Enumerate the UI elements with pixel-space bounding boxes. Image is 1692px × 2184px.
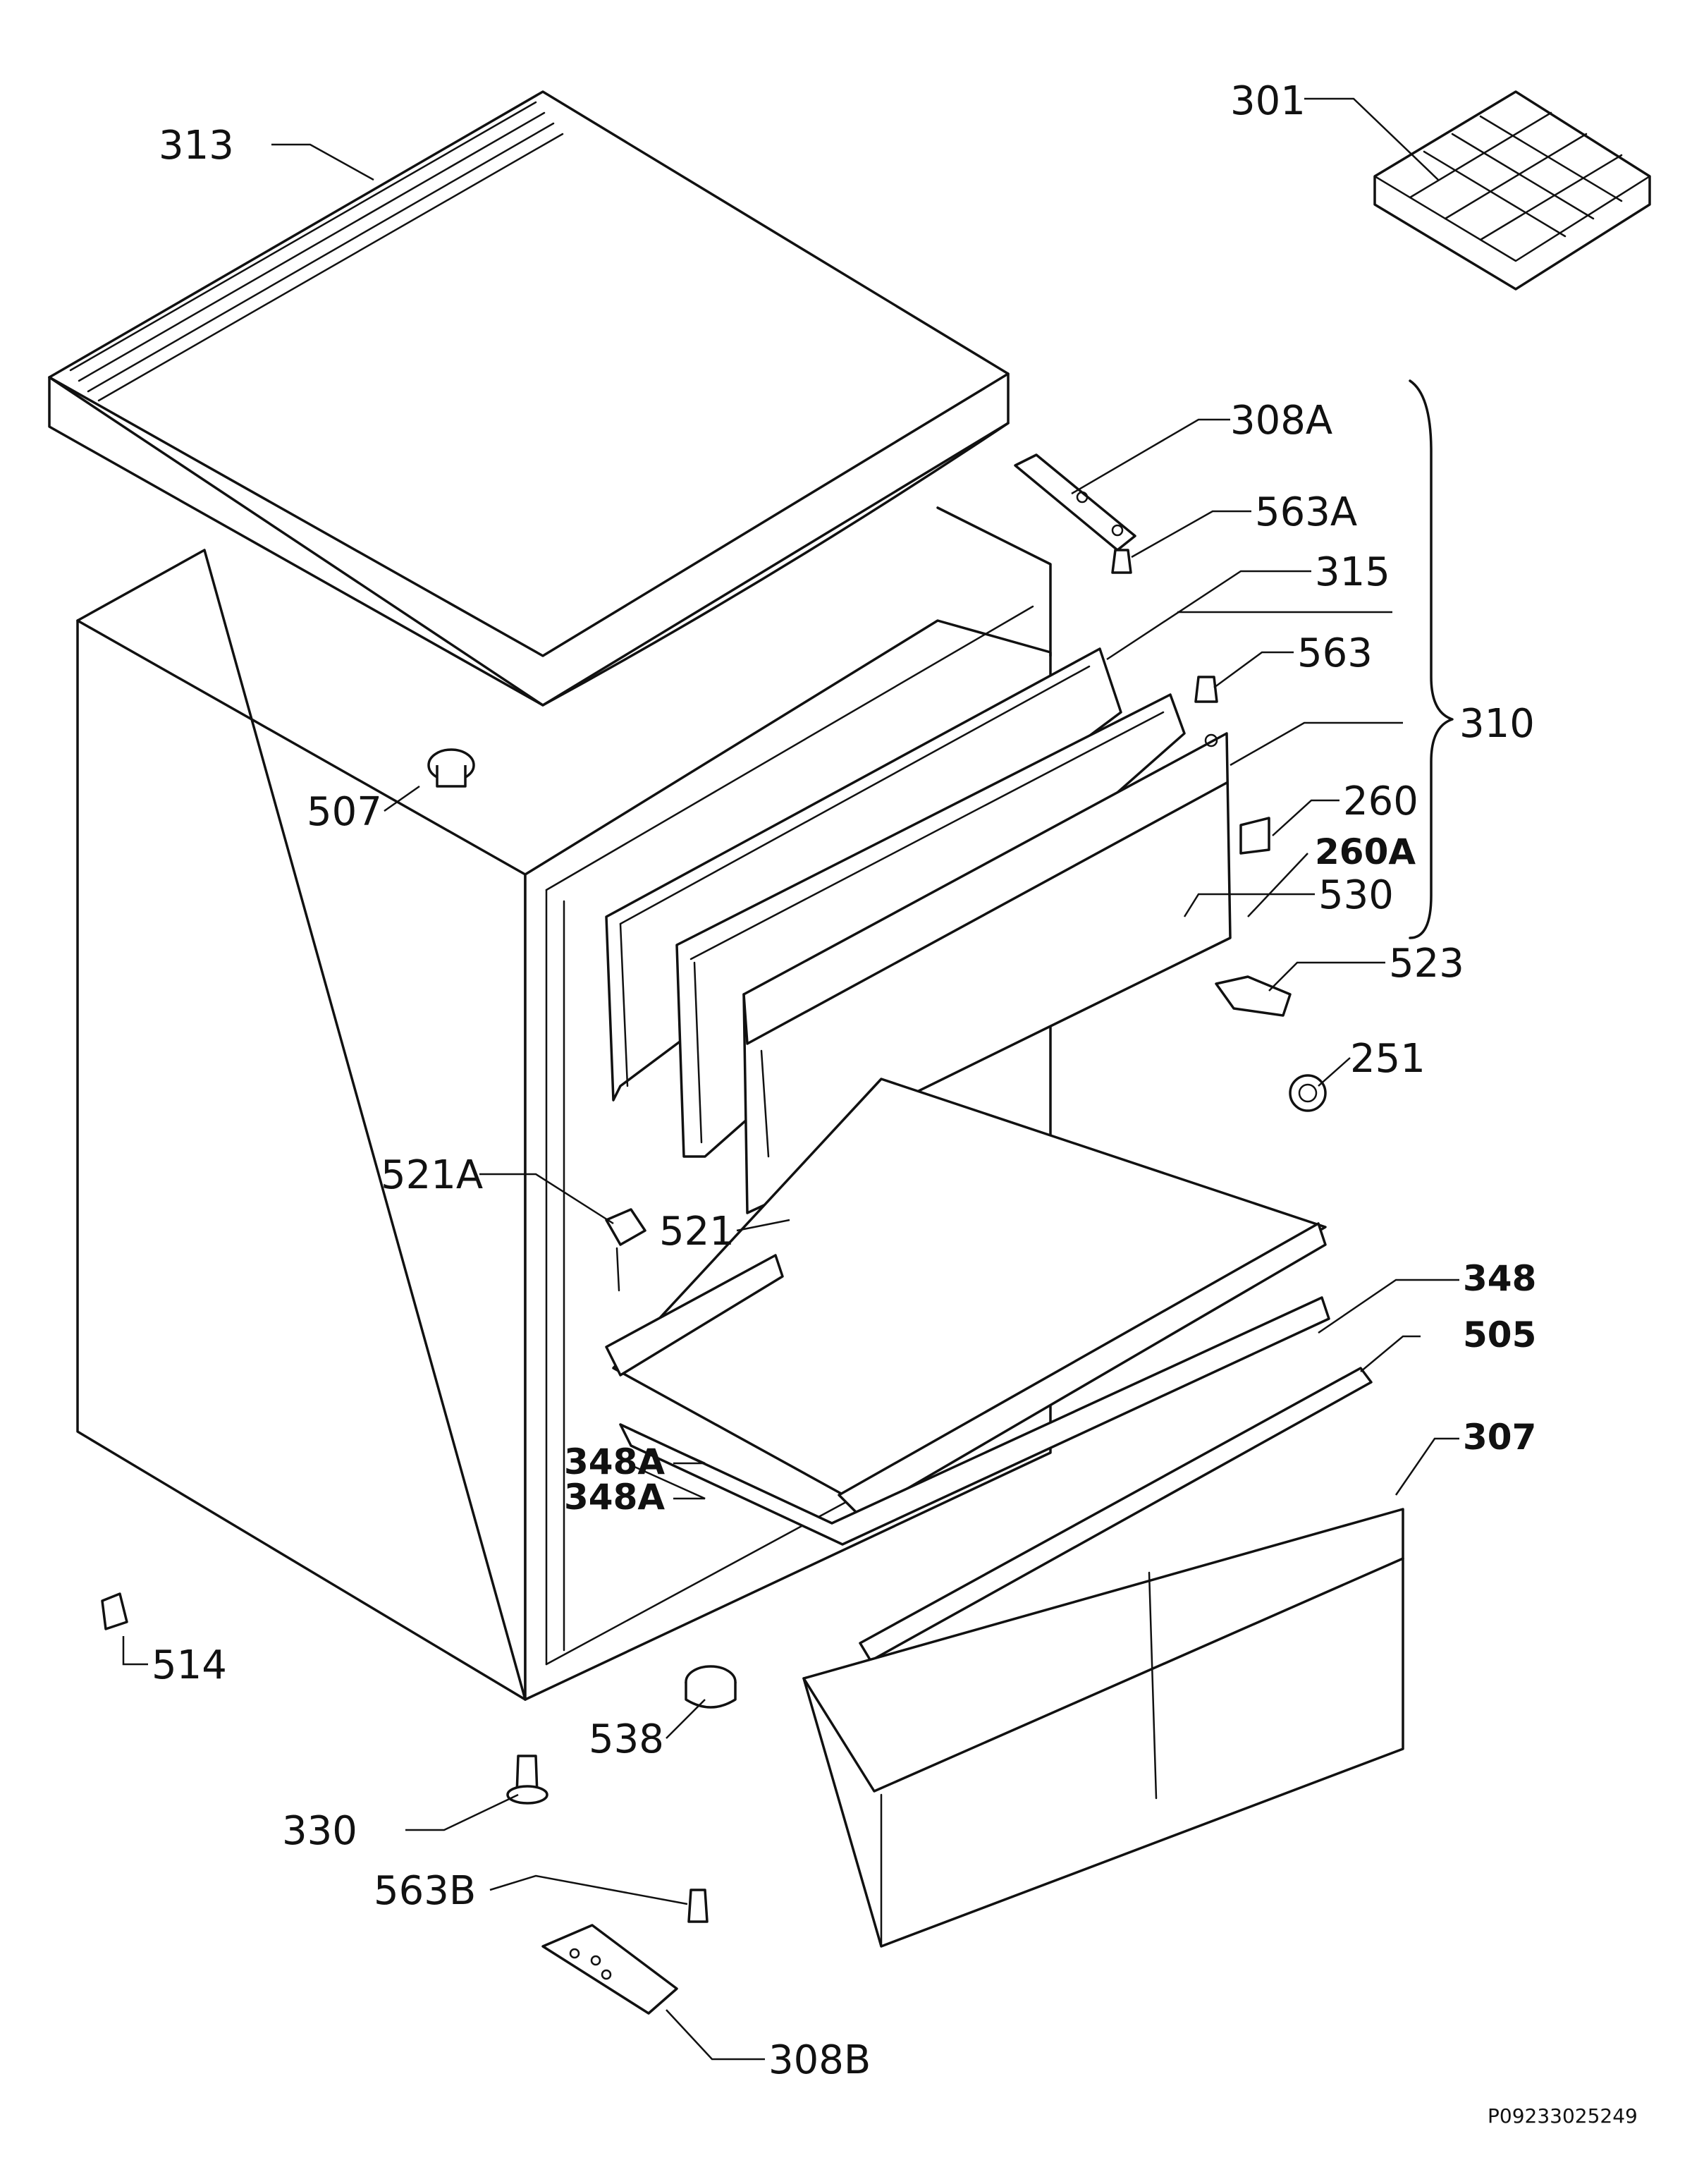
label-330: 330 — [282, 1808, 357, 1854]
label-348: 348 — [1463, 1258, 1536, 1299]
part-251-plug — [1289, 1074, 1327, 1112]
part-505-shelf-trim — [859, 1367, 1373, 1662]
label-538: 538 — [589, 1716, 664, 1762]
label-521: 521 — [659, 1209, 735, 1255]
part-348A-shelf-lower — [619, 1296, 1330, 1546]
label-523: 523 — [1389, 941, 1464, 987]
label-313: 313 — [159, 123, 234, 169]
part-514-foot — [101, 1592, 128, 1630]
label-315: 315 — [1315, 549, 1390, 595]
label-251: 251 — [1350, 1036, 1426, 1082]
part-538-spacer — [685, 1665, 737, 1709]
label-563: 563 — [1297, 630, 1373, 676]
part-307-door-bin — [802, 1508, 1404, 1948]
drawing-code: P09233025249 — [1488, 2104, 1638, 2128]
label-563A: 563A — [1255, 489, 1357, 535]
label-514: 514 — [152, 1642, 227, 1688]
part-563A-screw — [1111, 549, 1132, 574]
label-308B: 308B — [768, 2037, 871, 2083]
part-labels: 301 313 308A 563A 315 563 310 260 260A 5… — [152, 78, 1638, 2128]
part-260-clip — [1239, 817, 1270, 855]
label-348A-1: 348A — [564, 1441, 665, 1482]
label-505: 505 — [1463, 1314, 1536, 1355]
label-308A: 308A — [1230, 398, 1332, 444]
part-563-screw — [1194, 676, 1218, 703]
label-310: 310 — [1459, 701, 1535, 747]
label-563B: 563B — [374, 1868, 476, 1914]
label-507: 507 — [307, 789, 382, 835]
label-348A-2: 348A — [564, 1477, 665, 1518]
part-308B-hinge — [541, 1924, 678, 2015]
label-260: 260 — [1343, 779, 1418, 824]
bracket-310 — [1409, 379, 1454, 939]
part-507-bush — [427, 748, 475, 788]
leader-lines — [122, 97, 1459, 2061]
part-330-foot-screw — [506, 1755, 548, 1805]
part-313-worktop — [48, 90, 1010, 707]
label-260A: 260A — [1315, 831, 1416, 872]
part-521A-catch — [605, 1208, 646, 1292]
label-521A: 521A — [381, 1152, 483, 1198]
part-308A-hinge — [1014, 453, 1136, 551]
label-530: 530 — [1318, 872, 1394, 918]
part-523-hinge-pin — [1215, 975, 1292, 1017]
part-563B-screw — [687, 1889, 709, 1923]
part-348-shelf — [605, 1078, 1327, 1518]
label-307: 307 — [1463, 1417, 1536, 1458]
part-301-ice-tray — [1373, 90, 1651, 291]
label-301: 301 — [1230, 78, 1306, 124]
